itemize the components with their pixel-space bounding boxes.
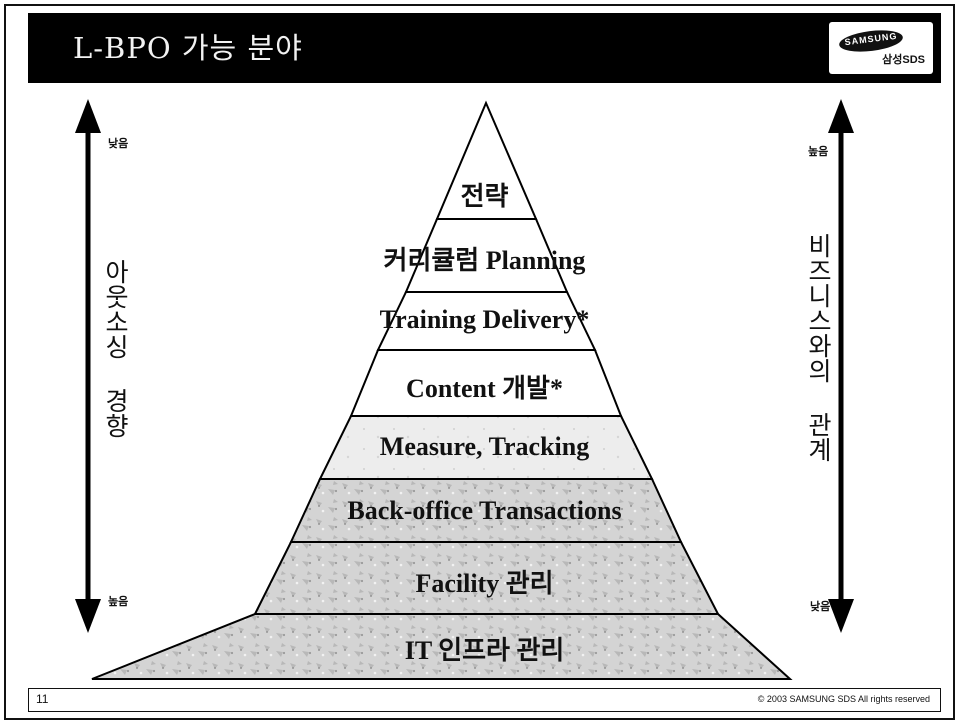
right-double-arrow <box>828 99 854 633</box>
tier-label-8: IT 인프라 관리 <box>404 636 565 665</box>
tier-label-6: Back-office Transactions <box>347 496 622 525</box>
slide-footer: 11 © 2003 SAMSUNG SDS All rights reserve… <box>28 688 941 712</box>
right-axis-label: 비즈니스와의 관계 <box>804 233 833 462</box>
right-axis-bottom-label: 낮음 <box>810 600 831 613</box>
slide-header: L-BPO 가능 분야 SAMSUNG 삼성SDS <box>28 13 941 83</box>
copyright-notice: © 2003 SAMSUNG SDS All rights reserved <box>757 694 930 704</box>
diagram-area: 전략 커리큘럼 Planning Training Delivery* Cont… <box>28 83 941 683</box>
tier-label-2: 커리큘럼 Planning <box>383 246 586 275</box>
samsung-sds-logo: SAMSUNG 삼성SDS <box>829 22 933 74</box>
axis-arrows <box>75 99 854 633</box>
right-axis-top-label: 높음 <box>808 145 829 158</box>
left-axis-label: 아웃소싱 경향 <box>101 259 130 438</box>
pyramid <box>91 100 793 680</box>
tier-label-1: 전략 <box>460 182 509 211</box>
tier-label-5: Measure, Tracking <box>379 432 590 461</box>
logo-sub-text: 삼성SDS <box>882 54 925 66</box>
tier-shape-8 <box>91 613 793 680</box>
page-number: 11 <box>36 692 49 706</box>
tier-label-4: Content 개발* <box>406 374 563 403</box>
left-axis-top-label: 낮음 <box>108 137 129 150</box>
left-double-arrow <box>75 99 101 633</box>
left-axis-bottom-label: 높음 <box>108 595 129 608</box>
tier-label-3: Training Delivery* <box>379 305 590 334</box>
slide-title: L-BPO 가능 분야 <box>73 31 303 65</box>
tier-label-7: Facility 관리 <box>415 569 554 598</box>
